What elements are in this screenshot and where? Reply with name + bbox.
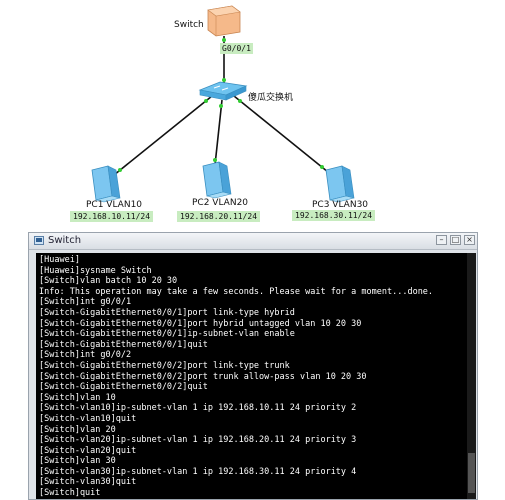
terminal-line: [Huawei]sysname Switch <box>39 265 152 276</box>
port-dot <box>222 78 226 82</box>
maximize-button[interactable]: □ <box>450 235 461 245</box>
switch-port-label: G0/0/1 <box>220 43 253 54</box>
window-title: Switch <box>48 235 82 246</box>
terminal-console[interactable]: [Huawei][Huawei]sysname Switch[Switch]vl… <box>36 253 476 499</box>
minimize-button[interactable]: – <box>436 235 447 245</box>
link-hub-pc3 <box>233 95 329 173</box>
terminal-line: Info: This operation may take a few seco… <box>39 286 434 297</box>
port-dot <box>219 104 223 108</box>
hub-device-icon[interactable] <box>198 81 248 101</box>
topology-links <box>91 5 355 203</box>
pc3-ip-label: 192.168.30.11/24 <box>292 210 376 221</box>
pc2-ip-label: 192.168.20.11/24 <box>177 211 261 222</box>
port-dot <box>238 99 242 103</box>
topology-canvas: Switch G0/0/1 傻瓜交换机 PC1 VLAN10 192.168.1… <box>0 0 505 232</box>
terminal-line: [Switch-GigabitEthernet0/0/2]port link-t… <box>39 360 290 371</box>
pc1-label: PC1 VLAN10 <box>86 200 143 210</box>
terminal-line: [Switch-GigabitEthernet0/0/1]quit <box>39 339 208 350</box>
link-hub-pc1 <box>113 95 213 176</box>
terminal-line: [Switch-GigabitEthernet0/0/1]port link-t… <box>39 307 295 318</box>
terminal-scrollbar[interactable] <box>467 253 476 499</box>
scrollbar-thumb[interactable] <box>468 453 475 493</box>
terminal-line: [Switch-vlan20]ip-subnet-vlan 1 ip 192.1… <box>39 435 357 446</box>
hub-label: 傻瓜交换机 <box>248 93 294 103</box>
switch-label: Switch <box>174 20 204 30</box>
port-dot <box>222 38 226 42</box>
terminal-line: [Switch]quit <box>39 488 101 499</box>
terminal-line: [Switch]int g0/0/1 <box>39 297 132 308</box>
port-dot <box>213 158 217 162</box>
pc2-label: PC2 VLAN20 <box>192 198 249 208</box>
terminal-line: [Switch-GigabitEthernet0/0/2]port trunk … <box>39 371 367 382</box>
terminal-line: [Switch]int g0/0/2 <box>39 350 132 361</box>
terminal-line: [Switch-GigabitEthernet0/0/1]port hybrid… <box>39 318 362 329</box>
switch-cli-window[interactable]: Switch – □ × [Huawei][Huawei]sysname Swi… <box>28 232 478 500</box>
terminal-line: [Switch]vlan 30 <box>39 456 116 467</box>
terminal-output: [Huawei][Huawei]sysname Switch[Switch]vl… <box>36 253 476 499</box>
pc1-device-icon[interactable] <box>91 165 121 203</box>
window-titlebar[interactable]: Switch – □ × <box>29 233 477 250</box>
port-dot <box>118 168 122 172</box>
terminal-line: [Switch-vlan10]ip-subnet-vlan 1 ip 192.1… <box>39 403 357 414</box>
port-dot <box>320 165 324 169</box>
pc1-ip-label: 192.168.10.11/24 <box>70 211 154 222</box>
terminal-app-icon <box>34 236 44 245</box>
pc3-device-icon[interactable] <box>325 165 355 203</box>
terminal-line: [Switch]vlan batch 10 20 30 <box>39 276 178 287</box>
terminal-line: [Switch-GigabitEthernet0/0/1]ip-subnet-v… <box>39 329 295 340</box>
terminal-line: [Switch]vlan 10 <box>39 392 116 403</box>
switch-device-icon[interactable] <box>207 5 241 37</box>
close-button[interactable]: × <box>464 235 475 245</box>
terminal-line: [Switch-vlan30]quit <box>39 477 137 488</box>
terminal-line: [Switch-vlan20]quit <box>39 445 137 456</box>
port-dot <box>204 99 208 103</box>
terminal-line: [Huawei] <box>39 255 80 265</box>
pc2-device-icon[interactable] <box>202 161 232 199</box>
terminal-line: [Switch-vlan10]quit <box>39 413 137 424</box>
link-hub-pc2 <box>214 99 223 166</box>
pc3-label: PC3 VLAN30 <box>312 200 369 210</box>
terminal-line: [Switch-GigabitEthernet0/0/2]quit <box>39 382 208 393</box>
terminal-line: [Switch]vlan 20 <box>39 424 116 435</box>
terminal-line: [Switch-vlan30]ip-subnet-vlan 1 ip 192.1… <box>39 466 357 477</box>
